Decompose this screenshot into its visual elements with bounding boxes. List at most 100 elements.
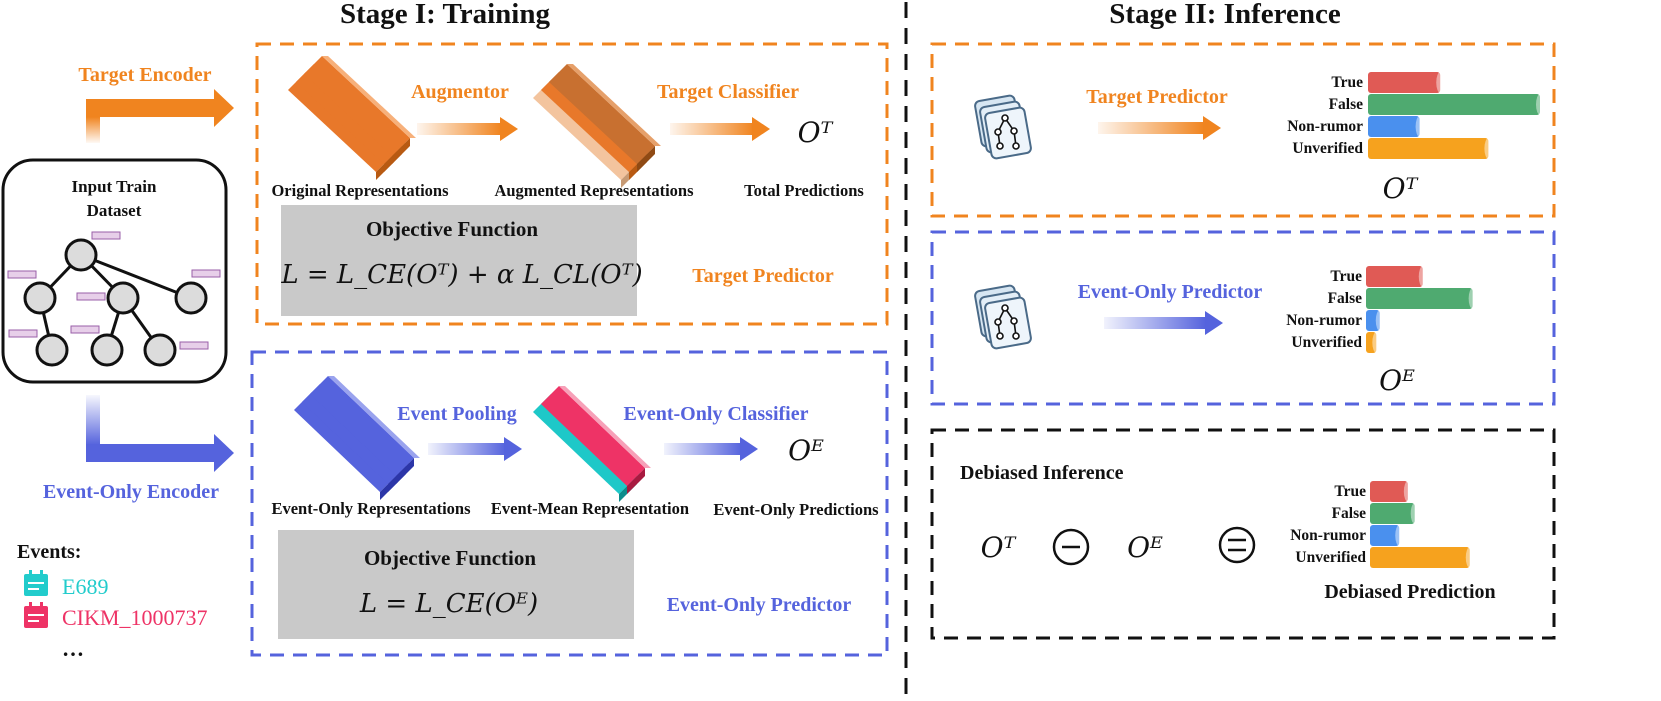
bar-cap-false	[1468, 288, 1477, 309]
calendar-icon	[24, 570, 48, 596]
debiased-prediction-label: Debiased Prediction	[1324, 581, 1495, 603]
bar-label-true: True	[1334, 483, 1366, 500]
bar-false	[1366, 288, 1473, 309]
event-mean-representation-bars	[533, 386, 651, 502]
event-only-classifier-arrow	[664, 437, 758, 461]
bar-false	[1370, 503, 1415, 524]
target-objective-box	[281, 205, 637, 316]
event-encoder-label: Event-Only Encoder	[43, 481, 219, 503]
original-representations-label: Original Representations	[271, 181, 449, 200]
target-inference-output: Oᵀ	[1383, 172, 1419, 205]
event-training-box	[250, 350, 889, 657]
bar-cap-unverified	[1465, 547, 1474, 568]
input-dataset-box	[1, 158, 228, 384]
bar-label-false: False	[1328, 290, 1363, 307]
bar-label-false: False	[1329, 96, 1364, 113]
event-inference-output: Oᴱ	[1379, 364, 1415, 397]
feature-vector-tags	[7, 231, 221, 350]
bar-label-non-rumor: Non-rumor	[1290, 527, 1366, 544]
event-only-representations-bars	[294, 376, 420, 500]
event-pooling-label: Event Pooling	[397, 403, 516, 425]
bar-label-unverified: Unverified	[1295, 549, 1366, 566]
augmented-representations-bars	[533, 64, 661, 188]
event-item-more: …	[62, 636, 84, 661]
debiased-inference-title: Debiased Inference	[960, 462, 1124, 484]
target-inference-box	[930, 42, 1556, 218]
bar-cap-true	[1403, 481, 1412, 502]
bar-true	[1366, 266, 1423, 287]
input-tree-graph	[23, 238, 208, 367]
event-objective-title: Objective Function	[364, 546, 536, 570]
bar-label-unverified: Unverified	[1291, 334, 1362, 351]
target-encoder-arrow	[86, 89, 234, 143]
total-predictions-label: Total Predictions	[744, 181, 864, 200]
minus-icon	[1052, 528, 1090, 566]
event-only-predictor-label: Event-Only Predictor	[667, 594, 852, 616]
augmentor-label: Augmentor	[411, 81, 509, 103]
bar-cap-true	[1436, 72, 1445, 93]
bar-label-false: False	[1332, 505, 1367, 522]
bar-true	[1368, 72, 1441, 93]
event-item-1: E689	[62, 574, 108, 599]
bar-label-non-rumor: Non-rumor	[1287, 118, 1363, 135]
target-training-box	[255, 42, 889, 326]
bar-label-non-rumor: Non-rumor	[1286, 312, 1362, 329]
target-predictor-inference-label: Target Predictor	[1086, 86, 1228, 108]
event-pooling-arrow	[428, 437, 522, 461]
bar-cap-unverified	[1484, 138, 1493, 159]
events-legend-title: Events:	[17, 541, 81, 563]
event-objective-box	[278, 530, 634, 639]
bar-non-rumor	[1370, 525, 1400, 546]
target-output-symbol: Oᵀ	[798, 116, 834, 149]
bar-unverified	[1366, 332, 1377, 353]
target-objective-equation: L = L_CE(Oᵀ) + α L_CL(Oᵀ)	[280, 260, 642, 290]
graph-stack-icon	[974, 94, 1032, 160]
bar-cap-false	[1410, 503, 1419, 524]
event-objective-equation: L = L_CE(Oᴱ)	[359, 589, 538, 619]
bar-cap-unverified	[1372, 332, 1381, 353]
bar-cap-false	[1536, 94, 1544, 115]
target-classifier-label: Target Classifier	[657, 81, 799, 103]
bar-non-rumor	[1368, 116, 1420, 137]
bar-non-rumor	[1366, 310, 1380, 331]
augmented-representations-label: Augmented Representations	[494, 181, 694, 200]
target-classifier-arrow	[670, 117, 770, 141]
bar-label-unverified: Unverified	[1292, 140, 1363, 157]
event-only-predictor-inference-arrow	[1104, 311, 1223, 335]
original-representations-bars	[288, 56, 416, 180]
event-only-representations-label: Event-Only Representations	[271, 499, 471, 518]
event-encoder-arrow	[86, 395, 234, 472]
event-output-symbol: Oᴱ	[788, 434, 824, 467]
target-predictor-label: Target Predictor	[692, 265, 834, 287]
input-dataset-label-2: Dataset	[87, 201, 142, 220]
calendar-icon	[24, 602, 48, 628]
input-dataset-label-1: Input Train	[72, 177, 157, 196]
event-item-2: CIKM_1000737	[62, 605, 207, 630]
bar-label-true: True	[1330, 268, 1362, 285]
target-predictor-inference-arrow	[1098, 116, 1221, 140]
bar-cap-non-rumor	[1395, 525, 1404, 546]
debiased-target-symbol: Oᵀ	[981, 531, 1017, 564]
augmentor-arrow	[417, 117, 518, 141]
bar-unverified	[1368, 138, 1489, 159]
event-only-classifier-label: Event-Only Classifier	[624, 403, 809, 425]
debiased-inference-box	[930, 428, 1556, 640]
event-only-predictions-label: Event-Only Predictions	[713, 500, 879, 519]
bar-label-true: True	[1331, 74, 1363, 91]
bar-cap-non-rumor	[1375, 310, 1384, 331]
graph-stack-icon	[974, 284, 1032, 350]
bar-cap-non-rumor	[1415, 116, 1424, 137]
bar-true	[1370, 481, 1408, 502]
target-objective-title: Objective Function	[366, 217, 538, 241]
stage1-title: Stage I: Training	[340, 0, 551, 30]
stage2-title: Stage II: Inference	[1109, 0, 1341, 30]
bar-unverified	[1370, 547, 1470, 568]
event-only-predictor-inference-label: Event-Only Predictor	[1078, 281, 1263, 303]
bar-false	[1368, 94, 1540, 115]
target-encoder-label: Target Encoder	[78, 64, 211, 86]
equals-icon	[1218, 526, 1256, 564]
